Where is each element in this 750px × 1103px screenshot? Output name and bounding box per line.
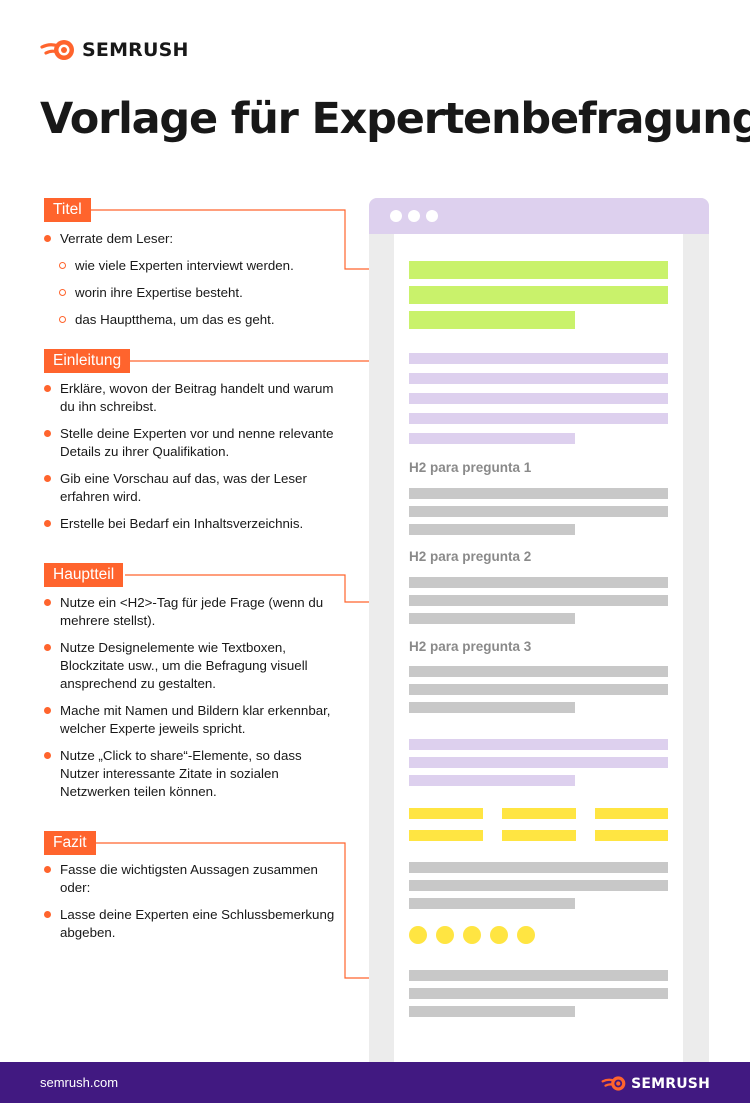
list-item: Nutze „Click to share“-Elemente, so dass… (44, 747, 344, 801)
bullet-icon (44, 599, 51, 606)
placeholder-box-bar (595, 830, 668, 841)
bullet-icon (44, 430, 51, 437)
section-titel: Verrate dem Leser: wie viele Experten in… (44, 230, 344, 338)
list-item: wie viele Experten interviewt werden. (44, 257, 344, 275)
bullet-icon (44, 911, 51, 918)
placeholder-text-bar (409, 577, 668, 588)
hollow-bullet-icon (59, 289, 66, 296)
placeholder-quote-bar (409, 757, 668, 768)
mockup-heading: H2 para pregunta 2 (409, 549, 532, 564)
list-item: das Hauptthema, um das es geht. (44, 311, 344, 329)
placeholder-title-bar (409, 286, 668, 304)
placeholder-text-bar (409, 898, 575, 909)
semrush-logo-icon (601, 1076, 626, 1091)
brand-name: SEMRUSH (631, 1075, 710, 1092)
placeholder-text-bar (409, 506, 668, 517)
placeholder-intro-bar (409, 353, 668, 364)
placeholder-text-bar (409, 988, 668, 999)
list-item: Nutze Designelemente wie Textboxen, Bloc… (44, 639, 344, 693)
footer: semrush.com SEMRUSH (0, 1062, 750, 1103)
placeholder-text-bar (409, 488, 668, 499)
placeholder-box-bar (409, 830, 483, 841)
window-dot-icon (426, 210, 438, 222)
placeholder-text-bar (409, 613, 575, 624)
placeholder-text-bar (409, 880, 668, 891)
tag-hauptteil: Hauptteil (44, 563, 124, 587)
share-dot-icon (409, 926, 427, 944)
placeholder-text-bar (409, 970, 668, 981)
list-item: Gib eine Vorschau auf das, was der Leser… (44, 470, 344, 506)
semrush-logo-icon (40, 40, 74, 60)
list-item: Verrate dem Leser: (44, 230, 344, 248)
list-item: Nutze ein <H2>-Tag für jede Frage (wenn … (44, 594, 344, 630)
placeholder-text-bar (409, 666, 668, 677)
placeholder-text-bar (409, 1006, 575, 1017)
share-dot-icon (463, 926, 481, 944)
bullet-icon (44, 520, 51, 527)
placeholder-box-bar (409, 808, 483, 819)
placeholder-intro-bar (409, 413, 668, 424)
placeholder-text-bar (409, 524, 575, 535)
brand-name: SEMRUSH (82, 39, 189, 61)
share-dot-icon (517, 926, 535, 944)
tag-einleitung: Einleitung (44, 349, 131, 373)
mockup-heading: H2 para pregunta 1 (409, 460, 532, 475)
placeholder-box-bar (502, 808, 576, 819)
placeholder-box-bar (595, 808, 668, 819)
placeholder-quote-bar (409, 739, 668, 750)
bullet-icon (44, 235, 51, 242)
tag-fazit: Fazit (44, 831, 96, 855)
bullet-icon (44, 707, 51, 714)
bullet-icon (44, 475, 51, 482)
placeholder-text-bar (409, 702, 575, 713)
section-einleitung: Erkläre, wovon der Beitrag handelt und w… (44, 380, 344, 542)
placeholder-text-bar (409, 862, 668, 873)
browser-page: H2 para pregunta 1 H2 para pregunta 2 H2… (394, 234, 683, 1063)
list-item: worin ihre Expertise besteht. (44, 284, 344, 302)
list-item: Erstelle bei Bedarf ein Inhaltsverzeichn… (44, 515, 344, 533)
brand-footer: SEMRUSH (601, 1075, 710, 1092)
placeholder-intro-bar (409, 373, 668, 384)
share-dot-icon (490, 926, 508, 944)
placeholder-intro-bar (409, 393, 668, 404)
browser-toolbar (369, 198, 709, 234)
bullet-icon (44, 866, 51, 873)
window-dot-icon (390, 210, 402, 222)
placeholder-title-bar (409, 311, 575, 329)
window-dot-icon (408, 210, 420, 222)
share-dot-icon (436, 926, 454, 944)
placeholder-text-bar (409, 595, 668, 606)
placeholder-intro-bar (409, 433, 575, 444)
brand-header: SEMRUSH (40, 38, 189, 62)
list-item: Erkläre, wovon der Beitrag handelt und w… (44, 380, 344, 416)
bullet-icon (44, 752, 51, 759)
placeholder-text-bar (409, 684, 668, 695)
placeholder-title-bar (409, 261, 668, 279)
placeholder-quote-bar (409, 775, 575, 786)
placeholder-box-bar (502, 830, 576, 841)
bullet-icon (44, 385, 51, 392)
mockup-heading: H2 para pregunta 3 (409, 639, 532, 654)
list-item: Stelle deine Experten vor und nenne rele… (44, 425, 344, 461)
list-item: Fasse die wichtigsten Aussagen zusammen … (44, 861, 344, 897)
bullet-icon (44, 644, 51, 651)
tag-titel: Titel (44, 198, 91, 222)
section-hauptteil: Nutze ein <H2>-Tag für jede Frage (wenn … (44, 594, 344, 810)
list-item: Mache mit Namen und Bildern klar erkennb… (44, 702, 344, 738)
hollow-bullet-icon (59, 262, 66, 269)
section-fazit: Fasse die wichtigsten Aussagen zusammen … (44, 861, 344, 951)
footer-url[interactable]: semrush.com (40, 1075, 119, 1090)
list-item: Lasse deine Experten eine Schlussbemerku… (44, 906, 344, 942)
browser-mockup: H2 para pregunta 1 H2 para pregunta 2 H2… (369, 198, 709, 1063)
hollow-bullet-icon (59, 316, 66, 323)
page-title: Vorlage für Expertenbefragung (40, 94, 750, 144)
